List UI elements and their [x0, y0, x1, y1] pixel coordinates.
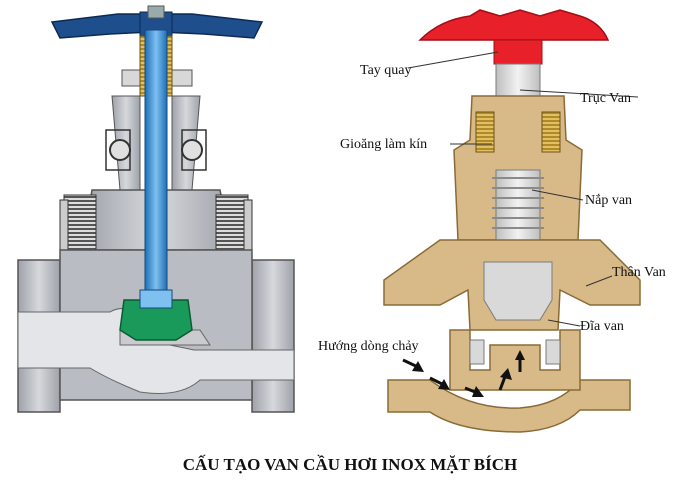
label-flow-direction: Hướng dòng chảy: [318, 339, 419, 354]
right-disc: [483, 261, 553, 321]
leader-lines: [407, 51, 639, 327]
figure-caption: CẤU TẠO VAN CẦU HƠI INOX MẶT BÍCH: [183, 455, 518, 474]
label-gland-seal: Gioăng làm kín: [340, 137, 427, 152]
label-stem: Trục Van: [580, 91, 631, 106]
label-disc: Đĩa van: [580, 319, 624, 334]
label-bonnet: Nắp van: [585, 193, 632, 208]
right-handwheel: [418, 9, 610, 41]
label-body: Thân Van: [612, 265, 666, 280]
label-handwheel: Tay quay: [360, 63, 412, 78]
right-valve-diagram: Tay quay Trục Van Gioăng làm kín Nắp van…: [318, 9, 666, 433]
flow-arrows: [402, 350, 525, 397]
left-stem: [144, 29, 168, 321]
left-valve-cutaway: [17, 5, 295, 413]
left-disc: [119, 299, 193, 341]
